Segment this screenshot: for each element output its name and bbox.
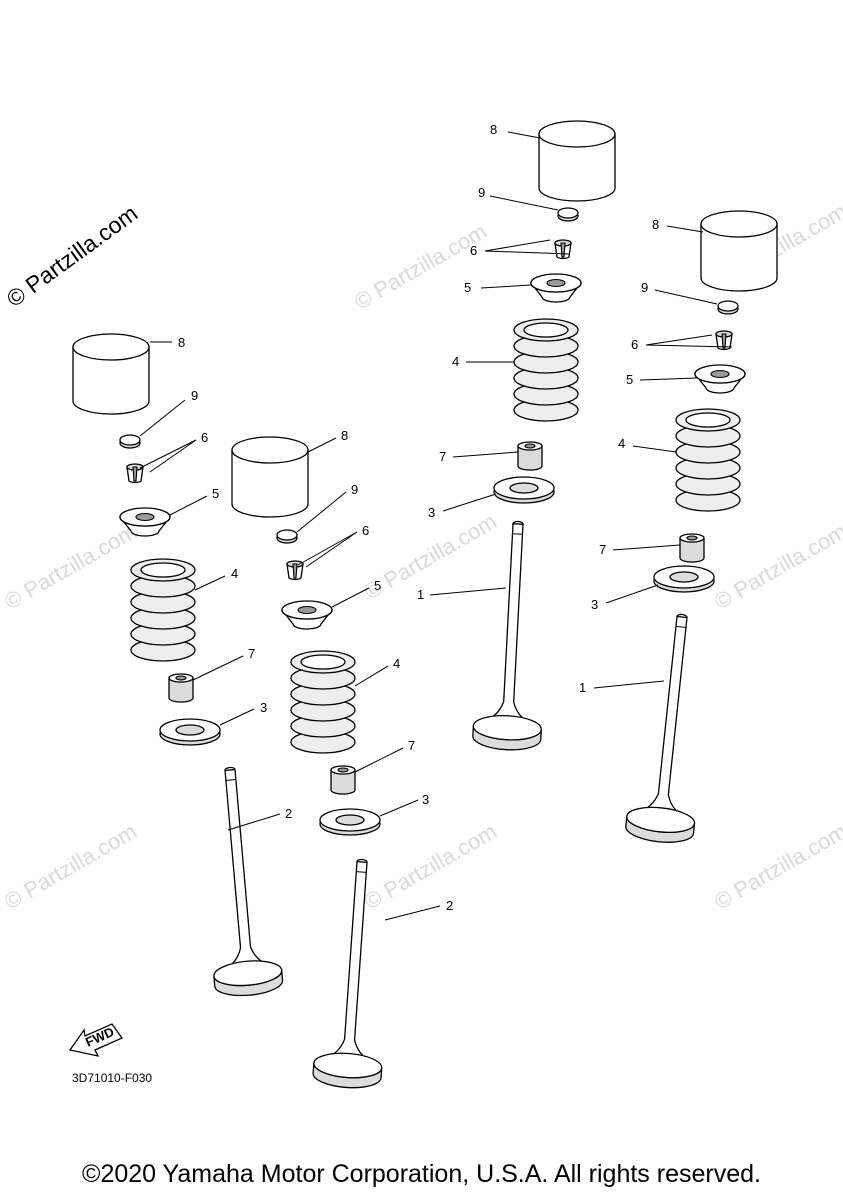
spring-retainer (694, 364, 746, 394)
watermark-text: © Partzilla.com (0, 519, 141, 615)
spring-retainer (281, 600, 333, 630)
callout-4: 4 (618, 436, 625, 451)
valve-spring (130, 558, 196, 662)
callout-9: 9 (478, 185, 485, 200)
watermark-text: © Partzilla.com (710, 519, 843, 615)
spring-seat (319, 808, 381, 836)
spring-seat (493, 476, 555, 504)
callout-6: 6 (362, 523, 369, 538)
watermark-text: © Partzilla.com (710, 819, 843, 915)
callout-7: 7 (599, 542, 606, 557)
watermark-text: © Partzilla.com (350, 219, 491, 315)
callout-4: 4 (452, 354, 459, 369)
callout-8: 8 (178, 335, 185, 350)
callout-5: 5 (374, 578, 381, 593)
callout-7: 7 (408, 738, 415, 753)
callout-6: 6 (201, 430, 208, 445)
callout-8: 8 (341, 428, 348, 443)
callout-3: 3 (591, 597, 598, 612)
callout-6: 6 (470, 243, 477, 258)
watermark-text: © Partzilla.com (360, 819, 501, 915)
valve-stem-seal (517, 441, 543, 471)
valve-lifter (700, 210, 778, 292)
callout-3: 3 (428, 505, 435, 520)
valve-stem-seal (330, 765, 356, 795)
callout-5: 5 (626, 372, 633, 387)
callout-2: 2 (285, 806, 292, 821)
callout-9: 9 (641, 280, 648, 295)
watermark-main: © Partzilla.com (2, 200, 143, 312)
adjusting-pad (557, 207, 579, 222)
valve-assembly-c: 8 9 6 5 4 7 3 1 (417, 120, 616, 753)
valve-lifter (538, 120, 616, 202)
callout-3: 3 (422, 792, 429, 807)
valve-stem-seal (679, 533, 705, 563)
valve-stem-seal (168, 673, 194, 703)
copyright-notice: ©2020 Yamaha Motor Corporation, U.S.A. A… (82, 1160, 761, 1188)
adjusting-pad (119, 434, 141, 449)
valve-lifter (72, 333, 150, 415)
callout-1: 1 (417, 587, 424, 602)
adjusting-pad (276, 529, 298, 544)
intake-valve (471, 519, 553, 753)
callout-4: 4 (393, 656, 400, 671)
fwd-arrow-icon: FWD (68, 1023, 123, 1057)
callout-3: 3 (260, 700, 267, 715)
valve-cotter (554, 239, 572, 260)
callout-8: 8 (490, 122, 497, 137)
valve-spring (290, 650, 356, 754)
spring-seat (159, 718, 221, 746)
spring-seat (653, 565, 715, 593)
spring-retainer (530, 273, 582, 303)
callout-1: 1 (579, 680, 586, 695)
valve-assembly-b: 8 9 6 5 4 7 3 2 (231, 428, 453, 1091)
valve-spring (513, 318, 579, 422)
callout-4: 4 (231, 566, 238, 581)
callout-7: 7 (439, 449, 446, 464)
intake-valve (623, 610, 717, 846)
watermark-text: © Partzilla.com (0, 819, 141, 915)
callout-9: 9 (191, 388, 198, 403)
callout-5: 5 (464, 280, 471, 295)
callout-5: 5 (212, 486, 219, 501)
callout-9: 9 (351, 482, 358, 497)
callout-2: 2 (446, 898, 453, 913)
exhaust-valve (195, 763, 285, 999)
callout-8: 8 (652, 217, 659, 232)
callout-7: 7 (248, 646, 255, 661)
valve-cotter (126, 463, 144, 484)
adjusting-pad (717, 300, 739, 315)
valve-assembly-d: 8 9 6 5 4 7 3 1 (579, 210, 778, 846)
callout-6: 6 (631, 337, 638, 352)
valve-assembly-a: 8 9 6 5 4 7 3 2 (72, 333, 292, 999)
valve-spring (675, 408, 741, 512)
diagram-code: 3D71010-F030 (72, 1071, 153, 1085)
valve-lifter (231, 436, 309, 518)
